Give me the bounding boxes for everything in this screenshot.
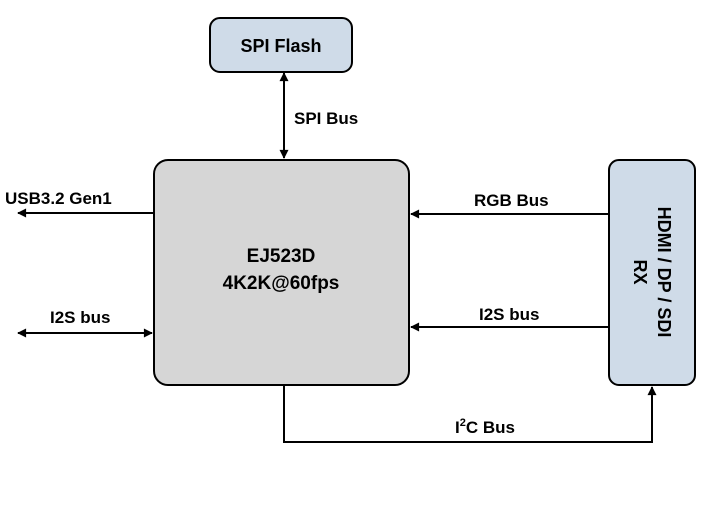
spi-flash-label: SPI Flash — [240, 36, 321, 56]
chip-spec-label: 4K2K@60fps — [223, 273, 340, 294]
i2s-right-label: I2S bus — [479, 305, 539, 324]
rgb-bus-connector: RGB Bus — [410, 191, 608, 219]
ej523d-chip-block: EJ523D 4K2K@60fps — [153, 159, 410, 386]
rx-block: HDMI / DP / SDI RX — [608, 159, 696, 386]
i2c-bus-connector: I2C Bus — [283, 386, 657, 443]
i2s-left-connector: I2S bus — [17, 308, 153, 338]
rx-label-line1: HDMI / DP / SDI — [654, 207, 674, 338]
i2c-bus-arrow — [283, 386, 657, 443]
i2s-left-label: I2S bus — [50, 308, 110, 327]
usb-label: USB3.2 Gen1 — [5, 189, 112, 208]
i2c-bus-label: I2C Bus — [455, 417, 515, 437]
rx-label-line2: RX — [630, 259, 650, 284]
rgb-bus-label: RGB Bus — [474, 191, 549, 210]
usb-connector: USB3.2 Gen1 — [5, 189, 153, 218]
spi-bus-label: SPI Bus — [294, 109, 358, 128]
i2s-right-connector: I2S bus — [410, 305, 608, 332]
spi-bus-connector: SPI Bus — [279, 72, 358, 159]
spi-flash-block: SPI Flash — [209, 17, 353, 73]
chip-name-label: EJ523D — [247, 246, 316, 267]
